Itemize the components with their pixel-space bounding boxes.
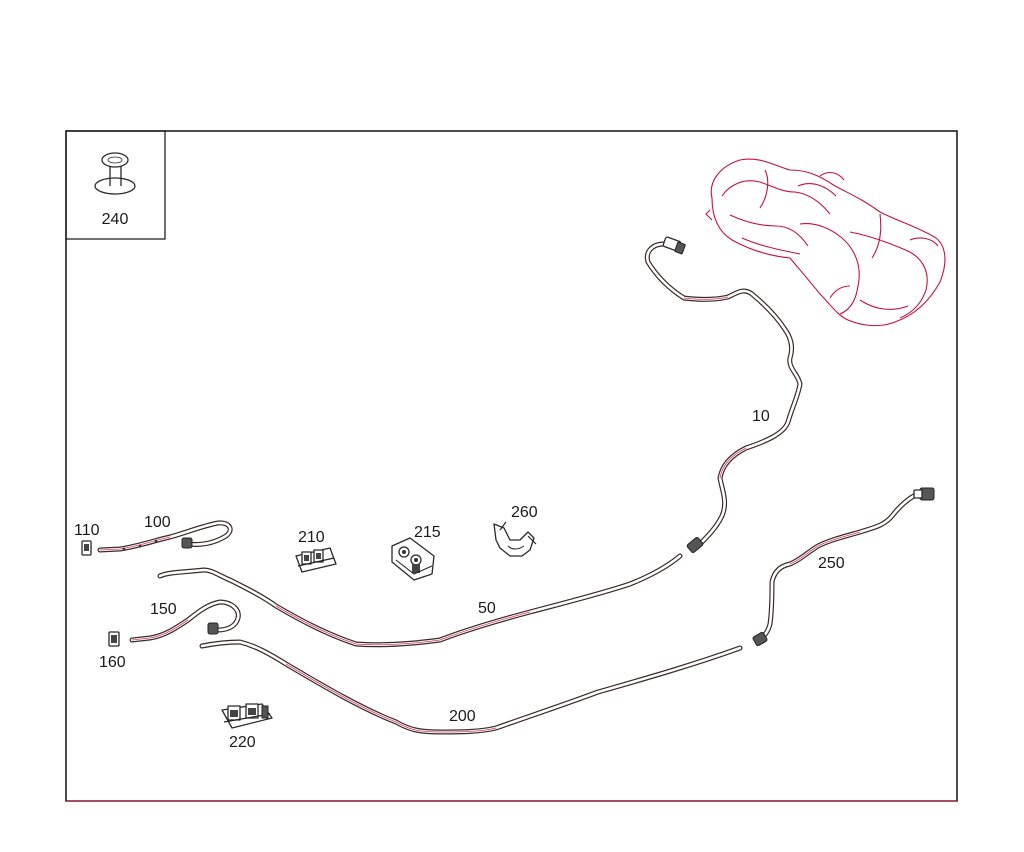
label-50[interactable]: 50: [478, 600, 496, 617]
inset-frame: [65, 130, 166, 240]
label-160[interactable]: 160: [99, 654, 126, 671]
diagram-frame: [65, 130, 958, 802]
clamp-210-icon[interactable]: [295, 547, 337, 573]
pipe-10[interactable]: [644, 236, 803, 554]
label-10[interactable]: 10: [752, 408, 770, 425]
clamp-215-icon[interactable]: [391, 537, 435, 581]
pipe-10-fitting-bottom: [686, 536, 704, 554]
clamp-220-icon[interactable]: [221, 703, 273, 729]
pipe-200[interactable]: [199, 639, 743, 735]
label-100[interactable]: 100: [144, 514, 171, 531]
label-250[interactable]: 250: [818, 555, 845, 572]
label-110[interactable]: 110: [74, 522, 100, 539]
pipe-150[interactable]: [129, 599, 241, 643]
rivet-240-icon[interactable]: [94, 152, 136, 195]
label-240[interactable]: 240: [102, 211, 129, 228]
pipe-50[interactable]: [157, 553, 683, 648]
label-150[interactable]: 150: [150, 601, 177, 618]
pipe-250-fitting-top: [913, 487, 935, 501]
pipe-100-connector: [181, 537, 193, 549]
clip-160-icon[interactable]: [108, 631, 120, 647]
label-260[interactable]: 260: [511, 504, 538, 521]
fuel-tank: [705, 158, 946, 327]
pipe-250-fitting-bottom: [752, 631, 768, 647]
pipe-10-fitting-top: [662, 236, 686, 255]
label-220[interactable]: 220: [229, 734, 256, 751]
label-210[interactable]: 210: [298, 529, 325, 546]
pipe-150-connector: [207, 622, 219, 635]
pipe-100[interactable]: [97, 520, 233, 553]
label-215[interactable]: 215: [414, 524, 441, 541]
inset-box-240: 240: [65, 130, 166, 240]
label-200[interactable]: 200: [449, 708, 476, 725]
bracket-260-icon[interactable]: [493, 521, 537, 557]
clip-110-icon[interactable]: [81, 540, 92, 556]
pipe-250[interactable]: [752, 487, 935, 647]
